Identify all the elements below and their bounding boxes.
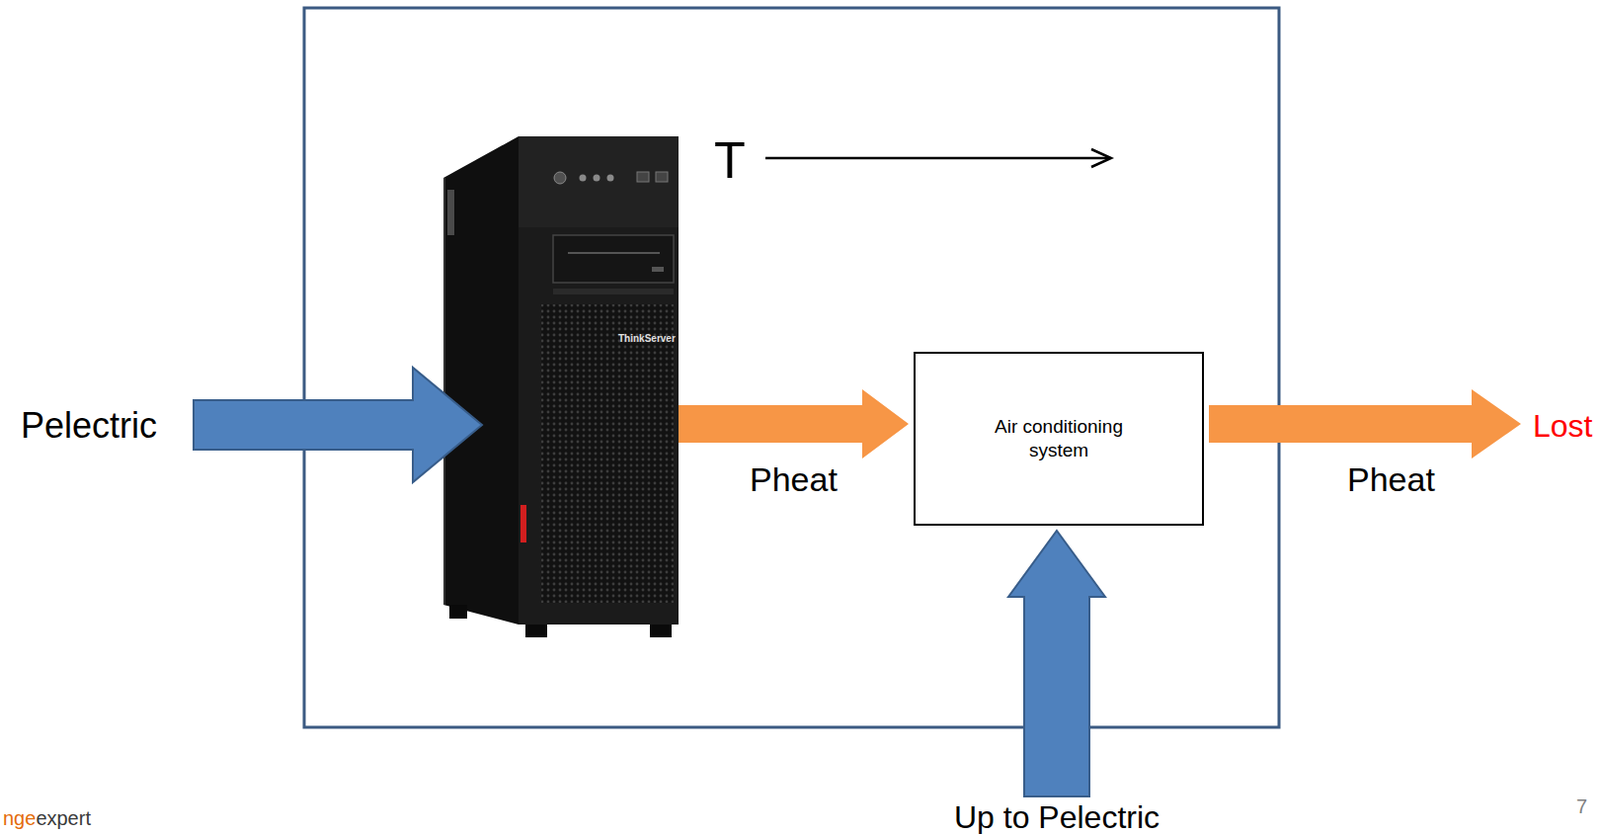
server-edge xyxy=(443,177,446,605)
front-grille xyxy=(541,304,674,603)
logo-text: expert xyxy=(35,807,91,828)
power-button xyxy=(554,171,566,184)
server-side xyxy=(443,136,519,625)
logo-text: nge xyxy=(2,807,36,828)
slide-number: 7 xyxy=(1576,796,1588,816)
eject-button xyxy=(651,266,664,272)
heat-label: Pheat xyxy=(749,462,838,496)
server-foot xyxy=(525,624,548,638)
server-foot xyxy=(649,624,672,638)
server-base xyxy=(518,602,679,625)
bay-divider xyxy=(553,288,674,295)
power-label: Pelectric xyxy=(20,407,158,444)
system-boundary xyxy=(304,7,1280,727)
process-box: Air conditioning system xyxy=(913,351,1204,526)
heat-arrow xyxy=(1208,389,1521,459)
node-body: Air conditioning system xyxy=(974,414,1143,463)
temperature-symbol: T xyxy=(714,134,746,186)
electric-input-arrow xyxy=(1008,530,1106,797)
red-latch xyxy=(520,504,527,543)
power-label: Up to Pelectric xyxy=(954,800,1160,833)
temperature-arrowhead xyxy=(1091,149,1112,167)
heat-label: Pheat xyxy=(1347,462,1436,496)
electric-input-arrow xyxy=(193,367,482,482)
status-led xyxy=(593,174,601,182)
drive-slot xyxy=(567,251,660,254)
loss-label: Lost xyxy=(1532,409,1593,442)
server-side-strip xyxy=(447,189,455,236)
node-label: Air conditioning system xyxy=(974,414,1143,463)
usb-port xyxy=(637,171,649,182)
server-foot xyxy=(449,604,468,619)
status-led xyxy=(579,174,587,182)
status-led xyxy=(607,174,615,182)
server-front xyxy=(518,136,679,625)
server-illustration xyxy=(443,136,679,638)
server-top-bezel xyxy=(518,136,679,228)
temperature-arrow xyxy=(765,157,1110,160)
heat-arrow xyxy=(678,389,909,459)
usb-port xyxy=(655,171,668,182)
optical-drive xyxy=(553,235,674,283)
brand-label: ThinkServer xyxy=(618,333,676,344)
